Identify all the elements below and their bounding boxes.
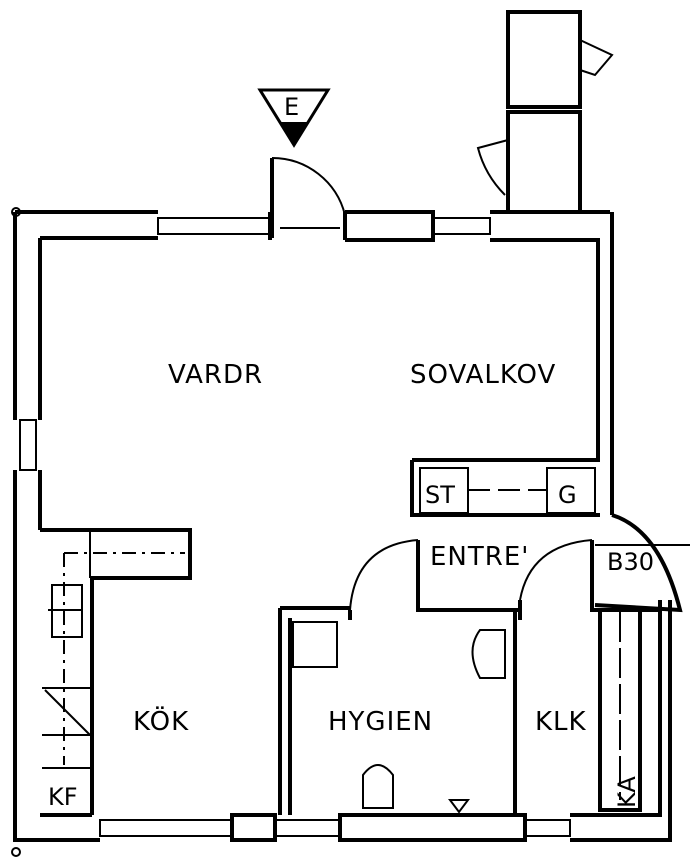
room-label-entry: ENTRE' — [430, 542, 529, 572]
outer-walls — [11, 207, 672, 857]
room-label-kitchen: KÖK — [133, 705, 189, 737]
bathroom — [278, 606, 517, 815]
door-rating-label: B30 — [607, 548, 654, 576]
entry-walls — [348, 513, 690, 620]
front-door — [270, 156, 346, 238]
ka-label: KA — [613, 776, 641, 808]
room-label-bath: HYGIEN — [328, 707, 433, 737]
room-label-living: VARDR — [168, 360, 263, 390]
room-label-closet: KLK — [535, 707, 587, 737]
room-label-alcove: SOVALKOV — [410, 360, 556, 390]
closet-room: KA — [598, 612, 642, 812]
balcony-storage — [476, 10, 614, 214]
entrance-label: E — [284, 93, 299, 121]
kitchen-counter: KF — [40, 528, 192, 817]
g-label: G — [558, 481, 577, 509]
wardrobe: ST G — [410, 458, 600, 517]
kf-label: KF — [48, 783, 78, 811]
entrance-marker: E — [257, 88, 331, 148]
storage-label: ST — [425, 481, 455, 509]
